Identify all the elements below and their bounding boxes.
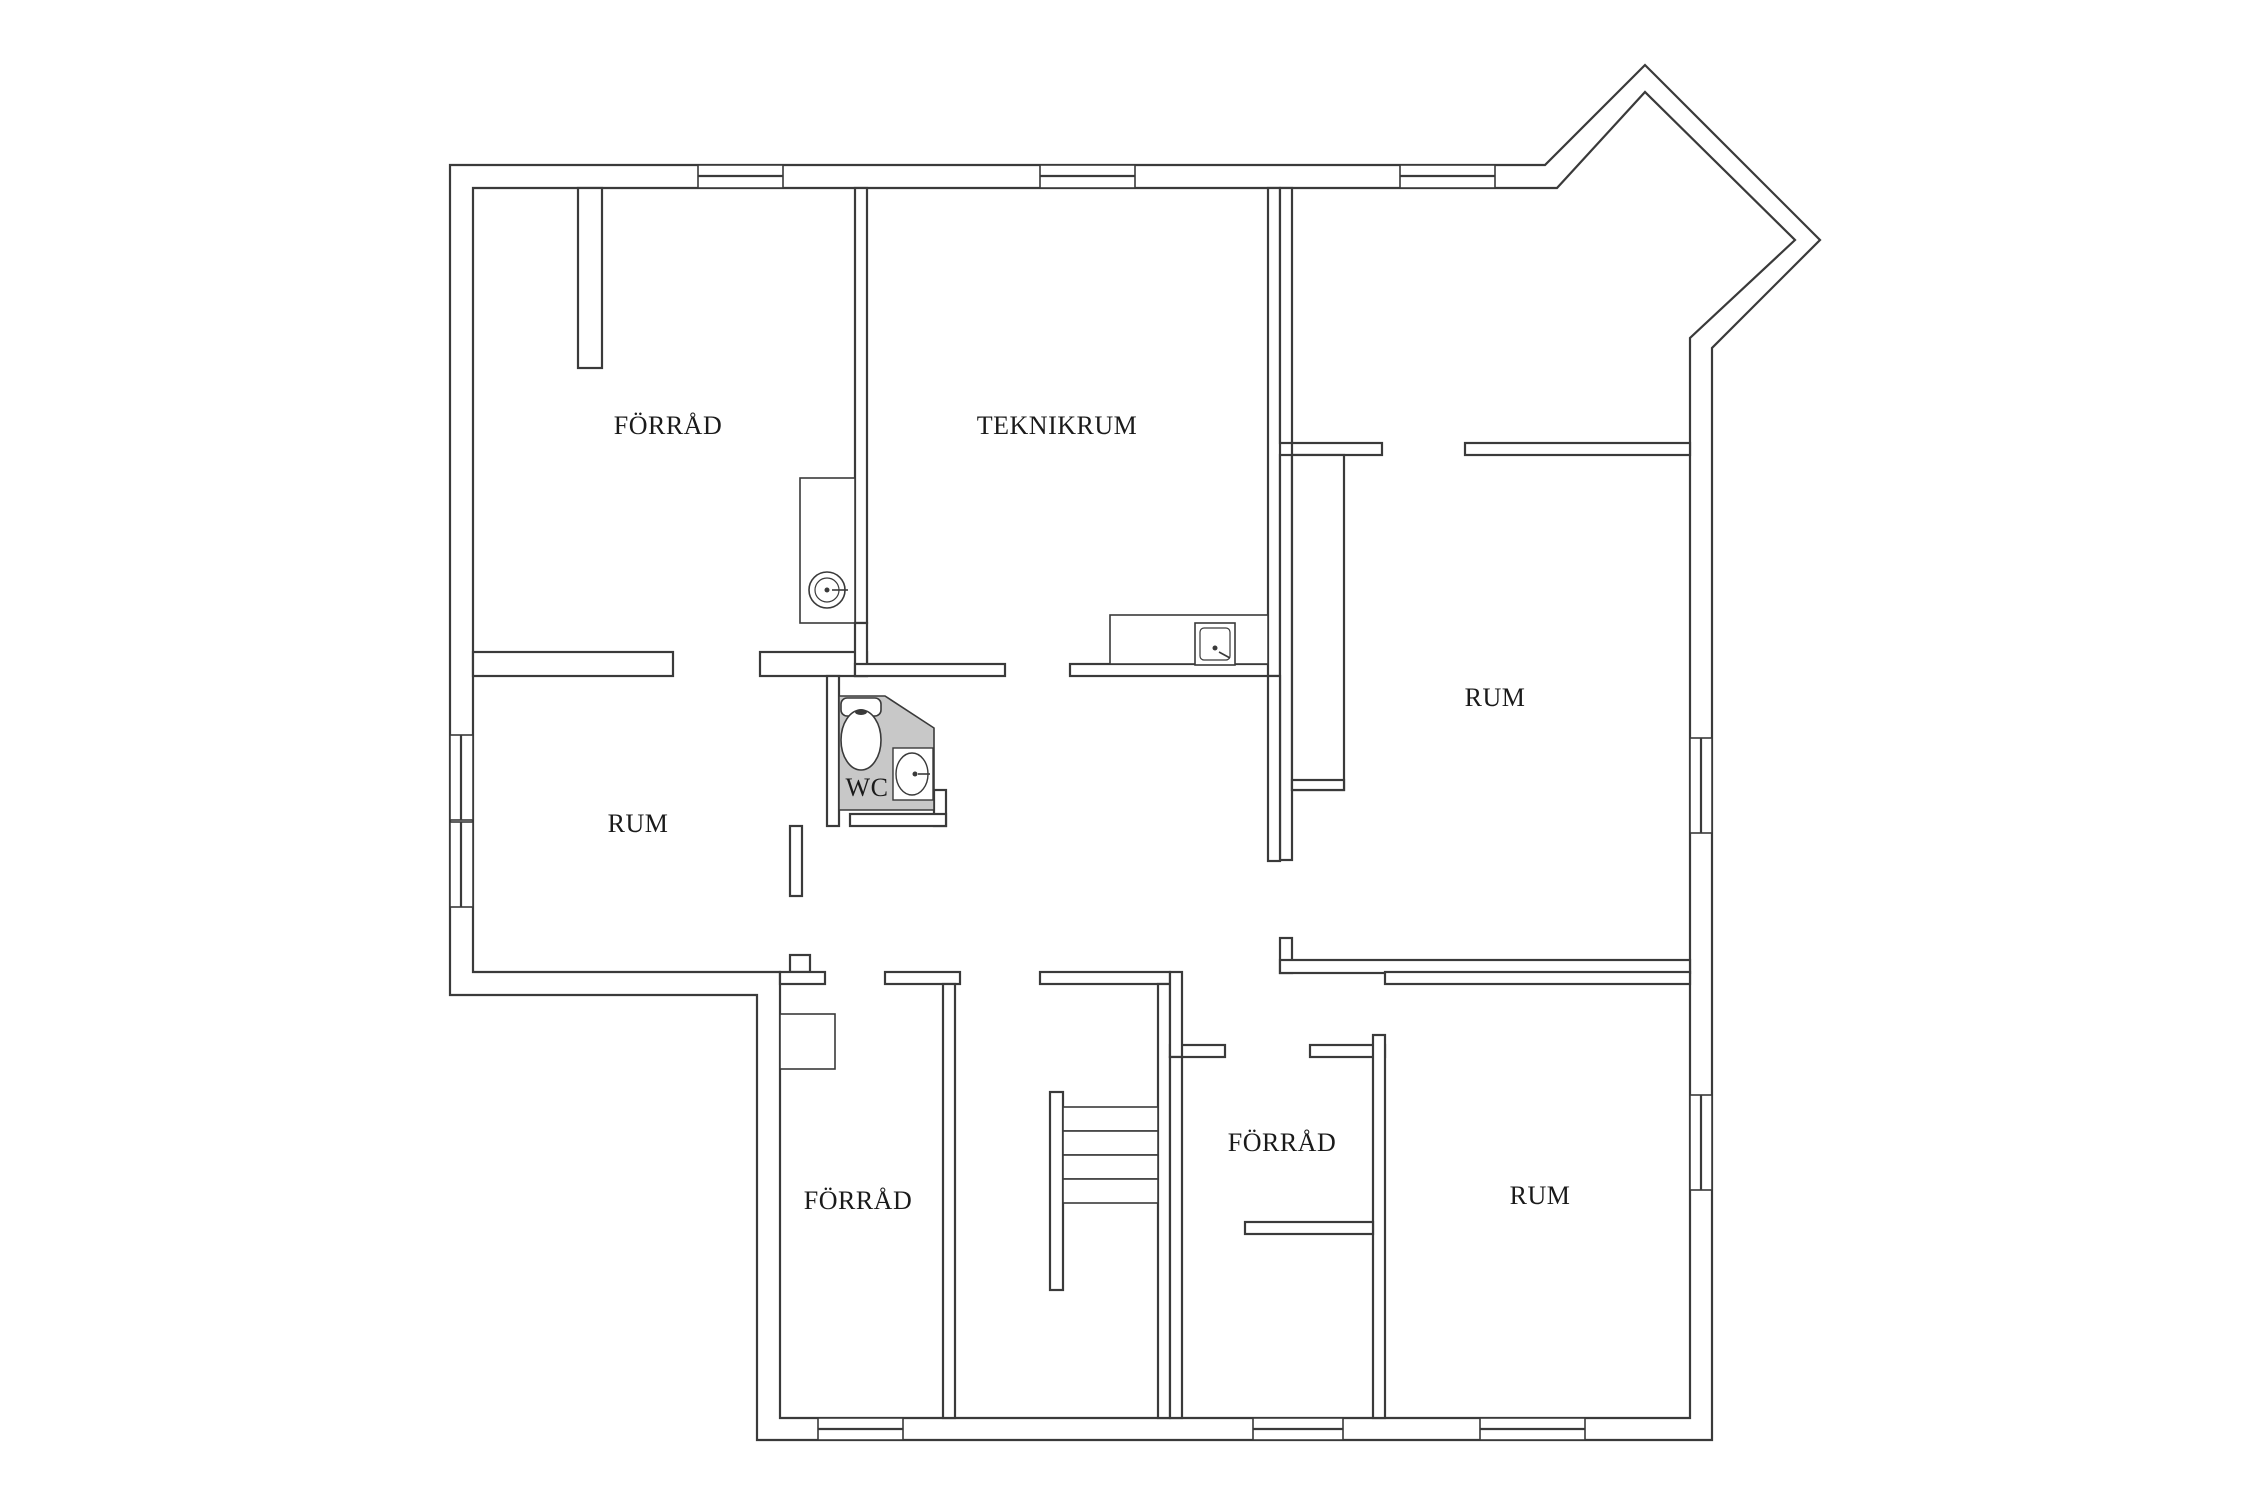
exterior-wall — [448, 63, 1822, 1442]
stair-step — [1062, 1106, 1159, 1132]
windows — [449, 164, 1713, 1441]
round-sink-icon — [808, 571, 848, 609]
interior-walls — [471, 186, 1692, 1420]
room-label-rum-se: RUM — [1510, 1181, 1571, 1210]
room-labels: FÖRRÅD TEKNIKRUM RUM WC RUM FÖRRÅD FÖRRÅ… — [608, 411, 1571, 1215]
wc-area — [838, 695, 935, 811]
utility-sink-icon — [1194, 622, 1236, 666]
stair-step — [1062, 1154, 1159, 1180]
toilet-icon — [840, 697, 882, 771]
room-label-forrad-south: FÖRRÅD — [804, 1186, 912, 1215]
staircase — [1062, 1106, 1159, 1204]
room-label-rum-west: RUM — [608, 809, 669, 838]
wash-basin-icon — [892, 747, 934, 801]
stair-step — [1062, 1130, 1159, 1156]
room-label-teknikrum: TEKNIKRUM — [977, 411, 1138, 440]
room-label-rum-east: RUM — [1465, 683, 1526, 712]
room-label-forrad-nw: FÖRRÅD — [614, 411, 722, 440]
room-label-wc: WC — [846, 773, 889, 802]
stair-step — [1062, 1178, 1159, 1204]
room-label-forrad-mid: FÖRRÅD — [1228, 1128, 1336, 1157]
